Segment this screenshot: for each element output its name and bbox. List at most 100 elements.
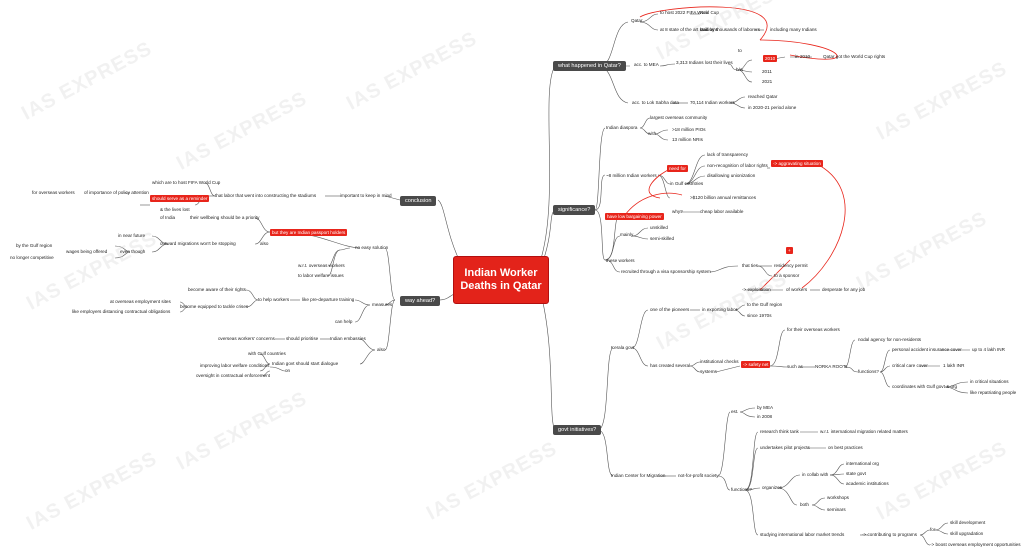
- node-labor-issues: to labor welfare issues: [298, 273, 344, 278]
- central-title: Indian Worker Deaths in Qatar: [460, 267, 542, 292]
- node-near-future: in near future: [118, 233, 146, 238]
- node-gulf-region: to the Gulf region: [747, 302, 783, 307]
- node-functions: functions?: [858, 369, 879, 374]
- badge-reminder: should serve as a reminder: [150, 195, 210, 202]
- node-these-workers: these workers: [606, 258, 635, 263]
- node-important: important to keep in mind: [340, 193, 392, 198]
- node-including: including many Indians: [770, 27, 817, 32]
- node-in-2010: in 2010: [795, 54, 811, 59]
- node-academic: academic institutions: [846, 481, 889, 486]
- topic-what-happened[interactable]: what happened in Qatar?: [553, 61, 626, 71]
- node-improving: improving labor welfare conditions: [200, 363, 270, 368]
- node-desperate: desperate for any job: [822, 287, 866, 292]
- node-lack: lack of transparency: [707, 152, 749, 157]
- node-such-as: such as: [787, 364, 803, 369]
- node-can-help: can help: [335, 319, 353, 324]
- node-prioritise: should prioritise: [286, 336, 319, 341]
- node-that-ties: that ties: [742, 263, 759, 268]
- node-attention: of importance of policy attention: [84, 190, 149, 195]
- node-for-overseas: for their overseas workers: [787, 327, 840, 332]
- node-lost-lives: 3,313 Indians lost their lives: [676, 60, 733, 65]
- topic-govt-initiatives[interactable]: govt initiatives?: [553, 425, 602, 435]
- node-diaspora: Indian diaspora: [606, 125, 638, 130]
- node-pio: >18 million PIOs: [672, 127, 706, 132]
- topic-way-ahead[interactable]: way ahead?: [400, 296, 441, 306]
- node-unskilled: unskilled: [650, 225, 668, 230]
- node-for-overseas-c: for overseas workers: [32, 190, 75, 195]
- node-with: with: [648, 131, 657, 136]
- node-organizes: organizes: [762, 485, 782, 490]
- node-no-longer: no longer competitive: [10, 255, 54, 260]
- node-70k-workers: 70,114 Indian workers: [690, 100, 735, 105]
- badge-bargaining: have low bargaining power: [605, 213, 664, 220]
- node-one-lakh: 1 lakh INR: [943, 363, 965, 368]
- node-gulf: in Gulf countries: [670, 181, 704, 186]
- node-employment-sites: at overseas employment sites: [110, 299, 171, 304]
- node-even-though: even though: [120, 249, 146, 254]
- topic-significance[interactable]: significance?: [553, 205, 596, 215]
- node-2021: 2021: [762, 79, 773, 84]
- node-exploitation: -> exploitation: [742, 287, 771, 292]
- node-built-by: built by thousands of laborers: [700, 27, 761, 32]
- node-wellbeing: their wellbeing should be a priority: [190, 215, 260, 220]
- node-2011: 2011: [762, 69, 772, 74]
- badge-2010: 2010: [763, 55, 778, 62]
- node-pilot: undertakes pilot projects: [760, 445, 810, 450]
- node-pioneers: one of the pioneers: [650, 307, 690, 312]
- node-intl-migration: w.r.t. international migration related m…: [820, 429, 908, 434]
- node-workshops: workshops: [827, 495, 849, 500]
- node-wages: wages being offered: [66, 249, 108, 254]
- node-world-cup-rights: Qatar got the World Cup rights: [823, 54, 886, 59]
- node-distancing: like employers distancing contractual ob…: [72, 309, 171, 314]
- node-intl-org: international org: [846, 461, 879, 466]
- node-dialogue: Indian govt should start dialogue: [272, 361, 339, 366]
- node-nonprofit: not-for-profit society: [678, 473, 719, 478]
- node-on: on: [285, 368, 291, 373]
- node-residency: residency permit: [774, 263, 808, 268]
- node-also: also: [377, 347, 386, 352]
- node-between: b/w: [736, 67, 744, 72]
- node-to: to: [738, 48, 742, 53]
- node-skill-dev: skill development: [950, 520, 986, 525]
- node-semi-skilled: semi-skilled: [650, 236, 674, 241]
- node-cheap: cheap labor available: [700, 209, 744, 214]
- node-nri: 13 million NRIs: [672, 137, 703, 142]
- central-topic[interactable]: Indian Worker Deaths in Qatar: [453, 256, 549, 304]
- node-lives-lost: & the lives lost: [160, 207, 190, 212]
- node-acc-mea: acc. to MEA: [634, 62, 659, 67]
- node-acc-lok: acc. to Lok Sabha data: [632, 100, 679, 105]
- node-non-recognition: non-recognition of labor rights: [707, 163, 768, 168]
- node-skill-up: skill upgradation: [950, 531, 984, 536]
- node-help-workers: to help workers: [258, 297, 290, 302]
- node-state-govt: state govt: [846, 471, 866, 476]
- node-measures: measures: [372, 302, 393, 307]
- node-repatriating: like repatriating people: [970, 390, 1017, 395]
- node-reached: reached Qatar: [748, 94, 778, 99]
- node-oversight: oversight in contractual enforcement: [196, 373, 271, 378]
- node-created: has created several: [650, 363, 691, 368]
- node-nodal: nodal agency for non-residents: [858, 337, 922, 342]
- node-best-practices: on best practices: [828, 445, 863, 450]
- node-stadiums: at 8 state of the art stadiums: [660, 27, 718, 32]
- node-remittances: >$120 billion annual remittances: [690, 195, 757, 200]
- badge-need-for: need for: [667, 165, 688, 172]
- node-also-2: also: [260, 241, 269, 246]
- node-no-easy: no easy solution: [355, 245, 389, 250]
- node-critical: critical care cover: [892, 363, 928, 368]
- node-exporting: in exporting labor: [702, 307, 738, 312]
- node-qatar: Qatar: [631, 18, 643, 23]
- node-boost: -> boost overseas employment opportuniti…: [930, 542, 1021, 547]
- node-systems: systems: [700, 369, 717, 374]
- node-accident: personal accident insurance cover: [892, 347, 962, 352]
- badge-passport: but they are Indian passport holders: [270, 229, 348, 236]
- node-inst-checks: institutional checks: [700, 359, 739, 364]
- node-embassies: Indian embassies: [330, 336, 366, 341]
- topic-conclusion[interactable]: conclusion: [400, 196, 437, 206]
- node-aware: become aware of their rights: [188, 287, 246, 292]
- node-sponsor: to a sponsor: [774, 273, 800, 278]
- node-nov: Nov: [700, 10, 709, 15]
- node-by-mea: by MEA: [757, 405, 774, 410]
- node-studying: studying international labor market tren…: [760, 532, 845, 537]
- node-equipped: become equipped to tackle crises: [180, 304, 249, 309]
- node-wrt-overseas: w.r.t. overseas workers: [298, 263, 345, 268]
